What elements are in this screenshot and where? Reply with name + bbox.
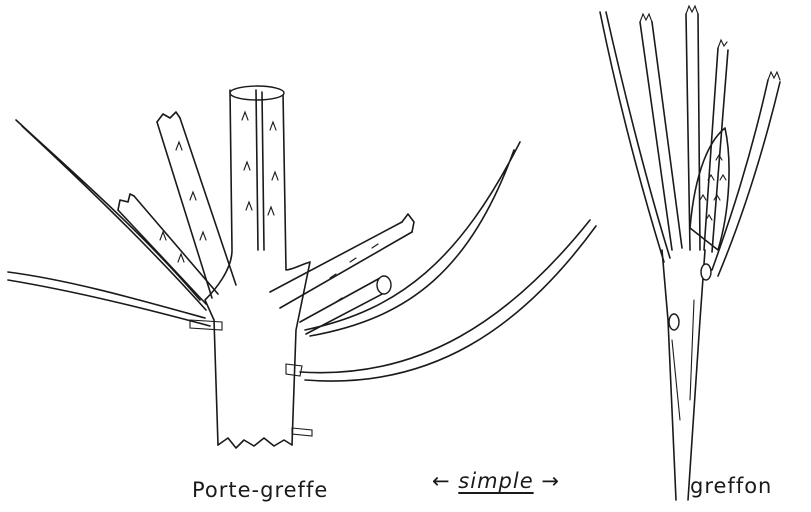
scion-knot-1 bbox=[669, 314, 679, 330]
rootstock-leaf-lower-left bbox=[8, 272, 210, 326]
rootstock-leaf-lower-right bbox=[300, 220, 596, 381]
scion-leaf-5 bbox=[712, 80, 780, 276]
simple-arrow-label: ← simple → bbox=[432, 469, 560, 493]
arrow-left-glyph: ← bbox=[432, 469, 451, 493]
rootstock-branch-2 bbox=[118, 196, 218, 304]
rootstock-branch-1 bbox=[157, 118, 236, 298]
rootstock-drawing bbox=[8, 86, 596, 448]
rootstock-label: Porte-greffe bbox=[192, 478, 328, 502]
scion-bud bbox=[690, 128, 729, 250]
scion-leaf-1 bbox=[600, 12, 670, 262]
scion-leaf-3 bbox=[686, 14, 700, 250]
rootstock-trunk-top bbox=[230, 86, 284, 100]
rootstock-branch-2-tip bbox=[118, 194, 134, 210]
rootstock-branch-4 bbox=[300, 278, 386, 334]
rootstock-bark-marks bbox=[160, 112, 378, 302]
rootstock-trunk bbox=[205, 90, 310, 445]
scion-label: greffon bbox=[690, 474, 772, 498]
scion-leaf-2 bbox=[640, 22, 682, 250]
arrow-right-glyph: → bbox=[541, 469, 560, 493]
scion-drawing bbox=[600, 6, 780, 500]
scion-stem bbox=[662, 250, 705, 500]
rootstock-cleft bbox=[256, 90, 264, 250]
rootstock-leaf-upper-left bbox=[16, 120, 206, 310]
rootstock-branch-3 bbox=[270, 222, 412, 308]
scion-leaf-tips bbox=[640, 6, 780, 80]
rootstock-base bbox=[218, 438, 292, 448]
scion-knot-2 bbox=[701, 264, 711, 280]
rootstock-branch-1-tip bbox=[157, 112, 180, 122]
rootstock-tie-3 bbox=[292, 428, 312, 436]
rootstock-branch-4-end bbox=[377, 276, 391, 294]
simple-word: simple bbox=[458, 469, 533, 493]
rootstock-leaf-upper-right bbox=[305, 142, 520, 336]
scion-bud-marks bbox=[700, 155, 726, 220]
rootstock-branch-3-tip bbox=[402, 214, 414, 232]
